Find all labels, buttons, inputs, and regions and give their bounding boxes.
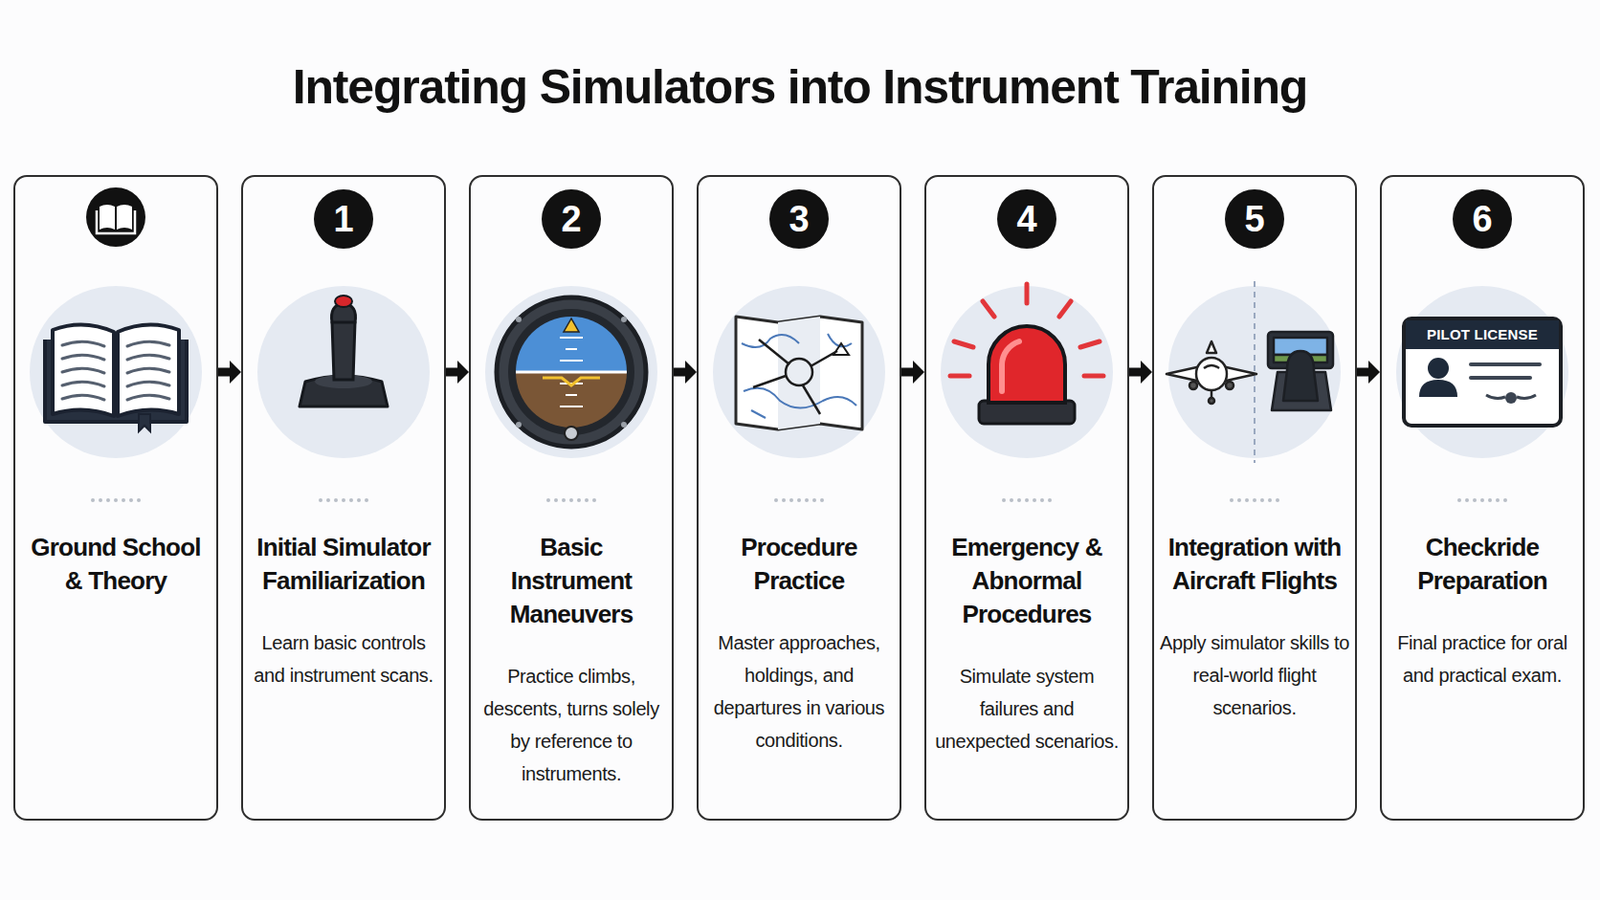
- step-number: 6: [1452, 189, 1512, 249]
- step-panel: 1Initial Simulator FamiliarizationLearn …: [241, 175, 446, 822]
- flow-arrow: [445, 360, 469, 384]
- arrow-shaft: [673, 368, 687, 378]
- dot-separators: [90, 498, 1508, 503]
- license-card-icon: [1403, 318, 1561, 426]
- flow-arrow: [1356, 360, 1380, 384]
- step-description: Practice climbs, descents, turns solely …: [476, 660, 667, 791]
- arrow-head: [685, 360, 697, 384]
- card-header-text: PILOT LICENSE: [1405, 320, 1559, 350]
- warning-beacon-icon: [950, 284, 1104, 424]
- step-panel: 5Integration with Aircraft FlightsApply …: [1152, 175, 1357, 822]
- arrow-shaft: [901, 368, 914, 378]
- arrow-shaft: [445, 368, 459, 378]
- arrow-head: [229, 360, 242, 384]
- joystick-icon: [299, 295, 388, 407]
- step-number: 5: [1224, 189, 1285, 249]
- step-heading: Checkride Preparation: [1387, 531, 1578, 599]
- step-heading: Procedure Practice: [704, 531, 894, 599]
- step-panel: 4Emergency & Abnormal ProceduresSimulate…: [924, 175, 1130, 822]
- step-heading: Integration with Aircraft Flights: [1159, 531, 1350, 599]
- map-icon: [735, 316, 863, 430]
- step-heading: Emergency & Abnormal Procedures: [932, 531, 1122, 632]
- step-description: Master approaches, holdings, and departu…: [704, 626, 894, 757]
- book-icon: [44, 324, 187, 432]
- arrow-head: [457, 360, 469, 384]
- flow-arrow: [218, 360, 242, 384]
- arrow-head: [1140, 360, 1153, 384]
- step-number: 2: [541, 189, 601, 249]
- step-panel: 6Checkride PreparationFinal practice for…: [1379, 175, 1585, 822]
- diagram-title: Integrating Simulators into Instrument T…: [0, 59, 1600, 115]
- step-description: Simulate system failures and unexpected …: [932, 660, 1122, 758]
- step-heading: Ground School & Theory: [21, 531, 211, 599]
- arrow-shaft: [1356, 368, 1370, 378]
- book-badge: [86, 187, 146, 247]
- arrow-head: [912, 360, 925, 384]
- arrow-shaft: [1129, 368, 1142, 378]
- step-description: Learn basic controls and instrument scan…: [248, 626, 439, 692]
- flow-arrow: [1129, 360, 1153, 384]
- flow-arrow: [901, 360, 925, 384]
- attitude-indicator-icon: [496, 297, 646, 447]
- arrow-head: [1368, 360, 1380, 384]
- icon-backdrops: [29, 286, 1569, 459]
- step-number: 1: [313, 189, 374, 249]
- aircraft-simulator-icon: [1166, 281, 1334, 464]
- arrow-shaft: [218, 368, 231, 378]
- step-description: Final practice for oral and practical ex…: [1387, 626, 1578, 692]
- step-number: 3: [769, 189, 829, 249]
- step-panel: Ground School & Theory: [13, 175, 219, 822]
- step-heading: Basic Instrument Maneuvers: [476, 531, 667, 632]
- step-heading: Initial Simulator Familiarization: [248, 531, 439, 599]
- step-number: 4: [997, 189, 1057, 249]
- flow-arrow: [673, 360, 697, 384]
- step-panel: 3Procedure PracticeMaster approaches, ho…: [696, 175, 902, 822]
- step-description: Apply simulator skills to real-world fli…: [1159, 626, 1350, 725]
- step-panel: 2Basic Instrument ManeuversPractice clim…: [468, 175, 674, 822]
